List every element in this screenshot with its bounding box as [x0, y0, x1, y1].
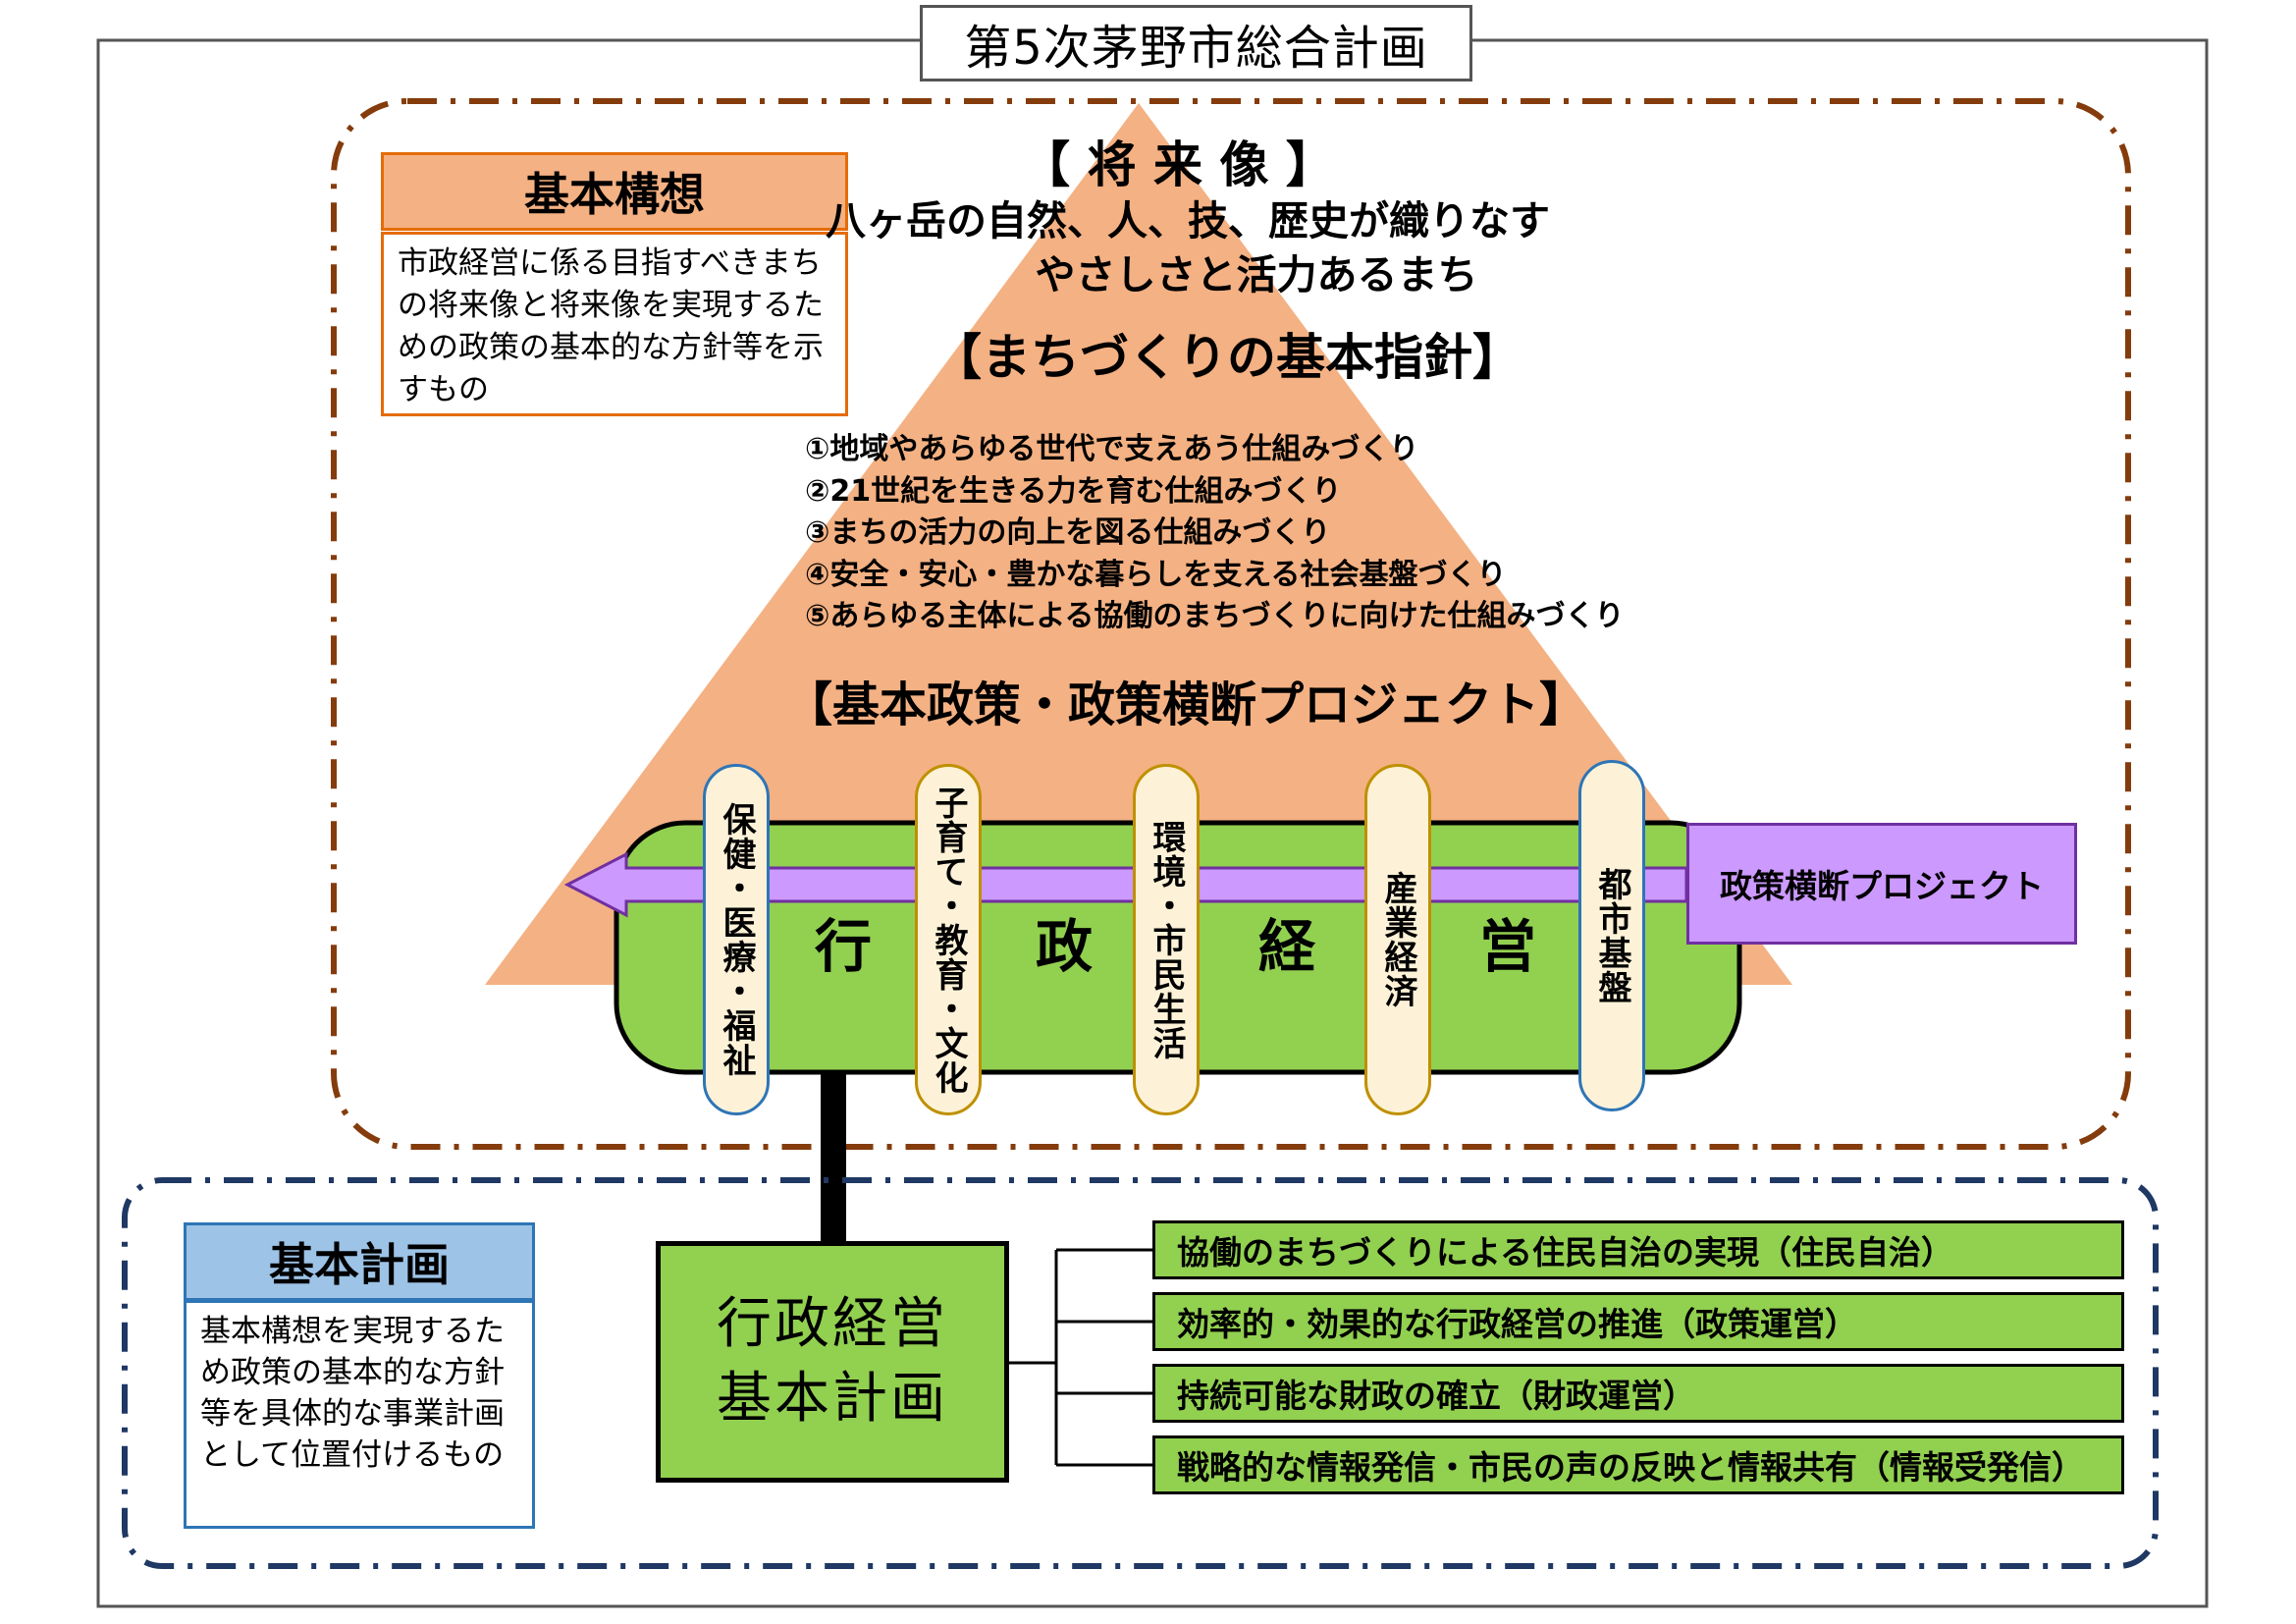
gyosei-char: 経 [1258, 913, 1316, 980]
shishin-heading: 【まちづくりの基本指針】 [933, 329, 1522, 386]
pyramid [485, 103, 1792, 985]
shoraizo-line1: 八ヶ岳の自然、人、技、歴史が織りなす [826, 197, 1550, 244]
pillar-toshi: 都市基盤 [1578, 760, 1645, 1111]
keikaku-dashed-frame [122, 1177, 2159, 1569]
keikaku-sub-item: 協働のまちづくりによる住民自治の実現（住民自治） [1152, 1220, 2124, 1279]
page-title: 第5次茅野市総合計画 [920, 5, 1472, 81]
koso-heading: 基本構想 [381, 152, 848, 231]
shishin-item: ④安全・安心・豊かな暮らしを支える社会基盤づくり [805, 557, 1507, 592]
koso-description: 市政経営に係る目指すべきまちの将来像と将来像を実現するための政策の基本的な方針等… [381, 232, 848, 416]
keikaku-description: 基本構想を実現するため政策の基本的な方針等を具体的な事業計画として位置付けるもの [184, 1300, 535, 1529]
shoraizo-line2: やさしさと活力あるまち [1035, 251, 1478, 298]
gyosei-keikaku-line1: 行政経営 [717, 1292, 948, 1356]
pillar-hoken: 保健・医療・福祉 [703, 764, 770, 1115]
keikaku-heading: 基本計画 [184, 1222, 535, 1301]
pillar-label: 保健・医療・福祉 [717, 802, 756, 1077]
koso-dashed-frame [331, 98, 2131, 1150]
gyosei-keikaku-box: 行政経営 基本計画 [656, 1241, 1009, 1483]
pillar-kosodate: 子育て・教育・文化 [915, 764, 982, 1115]
pillar-label: 産業経済 [1378, 871, 1417, 1008]
keikaku-sub-item: 戦略的な情報発信・市民の声の反映と情報共有（情報受発信） [1152, 1435, 2124, 1494]
shoraizo-heading: 【 将 来 像 】 [1021, 136, 1335, 193]
shishin-item: ②21世紀を生きる力を育む仕組みづくり [805, 473, 1342, 509]
gyosei-keikaku-line2: 基本計画 [717, 1367, 948, 1431]
pillar-label: 環境・市民生活 [1147, 819, 1186, 1060]
cross-project-box: 政策横断プロジェクト [1686, 823, 2077, 945]
seisaku-heading: 【基本政策・政策横断プロジェクト】 [785, 677, 1587, 732]
shishin-list: ①地域やあらゆる世代で支えあう仕組みづくり ②21世紀を生きる力を育む仕組みづく… [805, 429, 1625, 638]
shishin-item: ①地域やあらゆる世代で支えあう仕組みづくり [805, 432, 1419, 466]
gyosei-char: 政 [1036, 913, 1094, 980]
keikaku-sub-item: 効率的・効果的な行政経営の推進（政策運営） [1152, 1292, 2124, 1351]
shishin-item: ⑤あらゆる主体による協働のまちづくりに向けた仕組みづくり [805, 599, 1625, 633]
shishin-item: ③まちの活力の向上を図る仕組みづくり [805, 515, 1331, 550]
gyosei-char: 営 [1479, 913, 1537, 980]
pillar-sangyo: 産業経済 [1364, 764, 1431, 1115]
pillar-label: 子育て・教育・文化 [929, 785, 968, 1095]
keikaku-sub-item: 持続可能な財政の確立（財政運営） [1152, 1364, 2124, 1423]
connector-stem [821, 1066, 846, 1241]
pillar-kankyo: 環境・市民生活 [1133, 764, 1200, 1115]
gyosei-char: 行 [815, 913, 873, 980]
pillar-label: 都市基盤 [1592, 867, 1631, 1004]
